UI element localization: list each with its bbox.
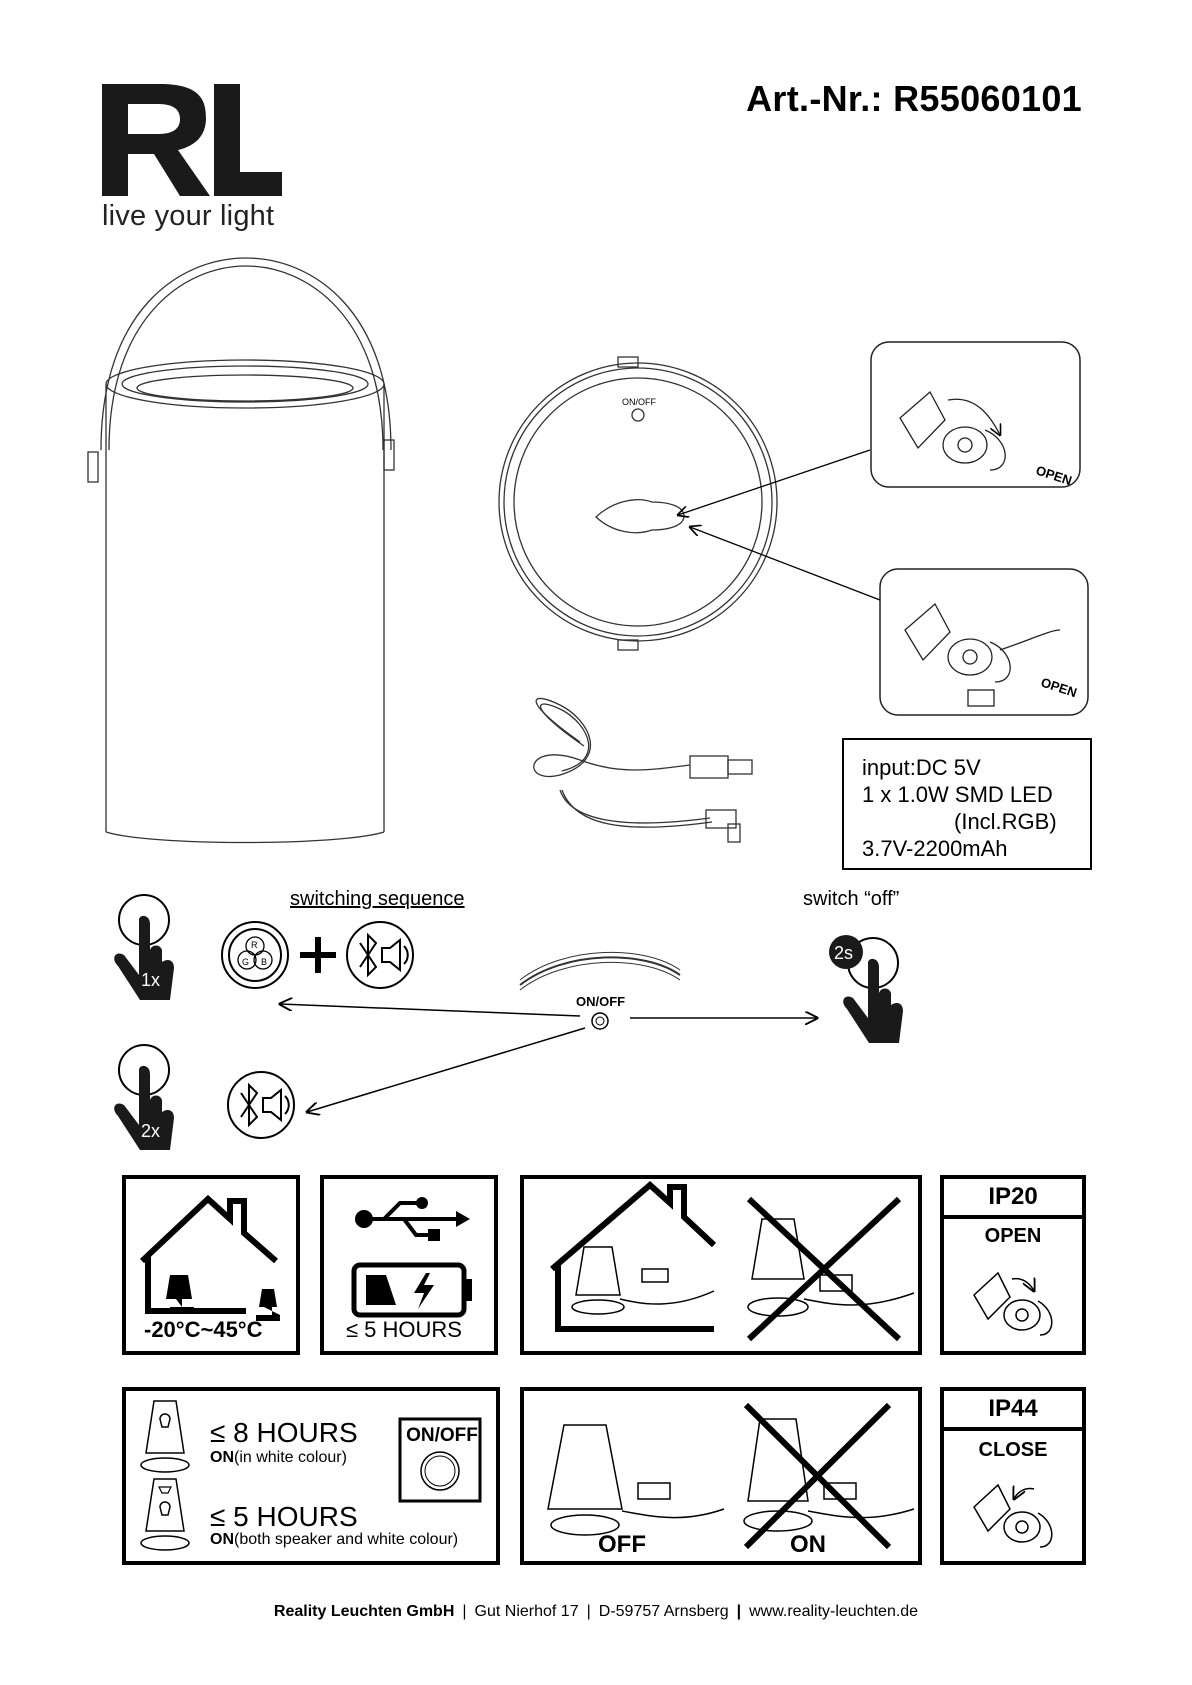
finger-press-1x-icon — [114, 894, 174, 1000]
ip44-rating: IP44 — [944, 1391, 1082, 1431]
onoff-box-label: ON/OFF — [406, 1425, 478, 1446]
finger-hold-2s-icon — [829, 935, 903, 1043]
open-label-1: OPEN — [1034, 463, 1074, 489]
white-mode: ON(in white colour) — [210, 1449, 347, 1467]
rgb-mode-icon — [221, 921, 289, 989]
footer-city: D-59757 Arnsberg — [598, 1603, 729, 1620]
spec-rgb: (Incl.RGB) — [954, 809, 1057, 834]
charge-on-label: ON — [790, 1531, 826, 1558]
charge-state-panel: OFF ON — [520, 1387, 922, 1565]
rgb-g: G — [242, 957, 249, 967]
spec-battery: 3.7V-2200mAh — [862, 836, 1008, 861]
brand-logo — [102, 84, 282, 196]
ip20-state: OPEN — [984, 1225, 1042, 1247]
open-label-2: OPEN — [1039, 675, 1079, 701]
finger-press-2x-icon — [114, 1044, 174, 1150]
both-hours: ≤ 5 HOURS — [210, 1501, 358, 1532]
usb-cable-drawing — [533, 697, 753, 843]
usb-battery-icon — [351, 1197, 472, 1318]
press-twice-label: 2x — [141, 1121, 160, 1141]
cap-open-icon — [973, 1271, 1053, 1336]
temperature-panel: -20°C~45°C — [122, 1175, 300, 1355]
runtime-panel: ≤ 8 HOURS ON(in white colour) ON/OFF ≤ 5… — [122, 1387, 500, 1565]
switch-off-label: switch “off” — [803, 888, 900, 910]
footer-website[interactable]: www.reality-leuchten.de — [749, 1603, 919, 1620]
ip44-state: CLOSE — [978, 1439, 1048, 1461]
lantern-side-drawing — [87, 257, 395, 844]
cap-open-icon-2 — [904, 602, 1061, 707]
footer: Reality Leuchten GmbH|Gut Nierhof 17|D-5… — [273, 1603, 919, 1620]
press-once-label: 1x — [141, 970, 160, 990]
cap-close-icon — [973, 1483, 1053, 1548]
charge-off-label: OFF — [598, 1531, 646, 1558]
detail-box-open-2 — [879, 568, 1089, 716]
charge-time: ≤ 5 HOURS — [346, 1317, 462, 1342]
both-mode-prefix: ON — [210, 1531, 234, 1548]
bluetooth-speaker-icon-1 — [346, 921, 414, 989]
bluetooth-speaker-icon-2 — [227, 1071, 295, 1139]
onoff-button-icon — [591, 1012, 609, 1030]
rgb-b: B — [261, 957, 267, 967]
brand-tagline: live your light — [102, 200, 275, 232]
ip20-panel: IP20 OPEN — [940, 1175, 1086, 1355]
rgb-r: R — [251, 940, 258, 950]
both-mode-text: (both speaker and white colour) — [234, 1531, 459, 1548]
ip44-panel: IP44 CLOSE — [940, 1387, 1086, 1565]
spec-led: 1 x 1.0W SMD LED — [862, 782, 1053, 807]
cap-open-icon-1 — [899, 390, 1006, 471]
footer-street: Gut Nierhof 17 — [474, 1603, 579, 1620]
temperature-range: -20°C~45°C — [144, 1317, 263, 1342]
ip20-rating: IP20 — [944, 1179, 1082, 1219]
footer-company: Reality Leuchten GmbH — [273, 1603, 455, 1620]
charge-state-illustration — [547, 1402, 915, 1550]
onoff-small-label: ON/OFF — [622, 397, 656, 407]
house-icon — [139, 1194, 280, 1321]
white-mode-prefix: ON — [210, 1449, 234, 1466]
lantern-top-view — [498, 356, 778, 651]
runtime-illustration — [140, 1400, 482, 1551]
white-hours: ≤ 8 HOURS — [210, 1417, 358, 1448]
indoor-charge-illustration — [550, 1181, 915, 1342]
article-number: Art.-Nr.: R55060101 — [746, 78, 1082, 119]
hold-label: 2s — [834, 943, 853, 963]
white-mode-text: (in white colour) — [234, 1449, 347, 1466]
charge-time-panel: ≤ 5 HOURS — [320, 1175, 498, 1355]
switching-sequence-label: switching sequence — [290, 888, 465, 910]
onoff-button-label: ON/OFF — [576, 994, 625, 1009]
both-mode: ON(both speaker and white colour) — [210, 1531, 458, 1549]
detail-box-open-1 — [870, 341, 1081, 488]
plus-icon — [300, 937, 336, 973]
spec-box: input:DC 5V 1 x 1.0W SMD LED (Incl.RGB) … — [842, 738, 1092, 870]
indoor-charging-panel — [520, 1175, 922, 1355]
spec-input: input:DC 5V — [862, 755, 981, 780]
